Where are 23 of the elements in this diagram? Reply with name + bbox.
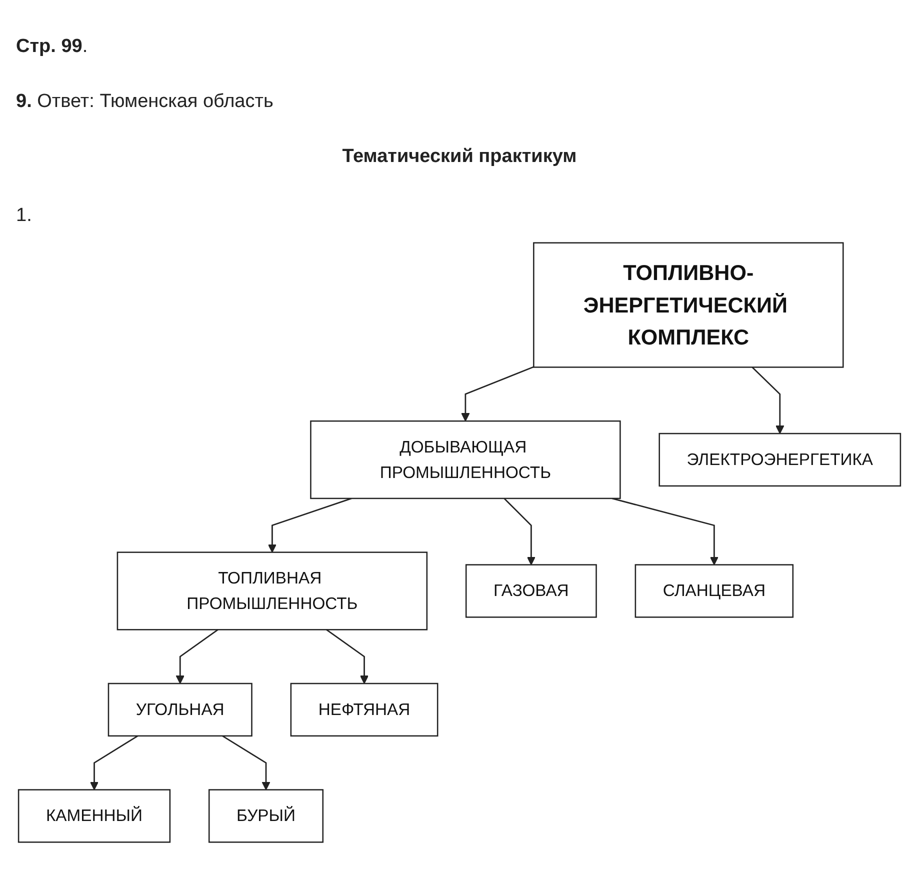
arrow: [222, 735, 270, 790]
process-box: КАМЕННЫЙ: [18, 789, 171, 843]
arrow: [326, 629, 369, 684]
page-number: Стр. 99.: [16, 36, 88, 58]
process-box: ЭЛЕКТРОЭНЕРГЕТИКА: [658, 432, 902, 487]
arrow: [268, 498, 352, 553]
process-box: УГОЛЬНАЯ: [108, 682, 252, 737]
arrow: [176, 629, 218, 684]
arrow: [90, 735, 138, 790]
process-box: НЕФТЯНАЯ: [290, 682, 438, 737]
process-box: БУРЫЙ: [208, 789, 324, 843]
arrow: [612, 498, 718, 566]
arrow: [461, 366, 534, 422]
process-box: ДОБЫВАЮЩАЯ ПРОМЫШЛЕННОСТЬ: [310, 420, 621, 500]
arrow: [504, 498, 536, 566]
process-box: СЛАНЦЕВАЯ: [634, 564, 794, 618]
answer-text: 9. Ответ: Тюменская область: [16, 91, 274, 113]
heading: Тематический практикум: [342, 146, 577, 168]
process-box: ТОПЛИВНАЯ ПРОМЫШЛЕННОСТЬ: [116, 552, 428, 630]
process-box: ТОПЛИВНО-ЭНЕРГЕТИЧЕСКИЙ КОМПЛЕКС: [533, 242, 844, 368]
task-number: 1.: [16, 205, 32, 227]
arrow: [752, 366, 784, 434]
process-box: ГАЗОВАЯ: [465, 564, 597, 618]
